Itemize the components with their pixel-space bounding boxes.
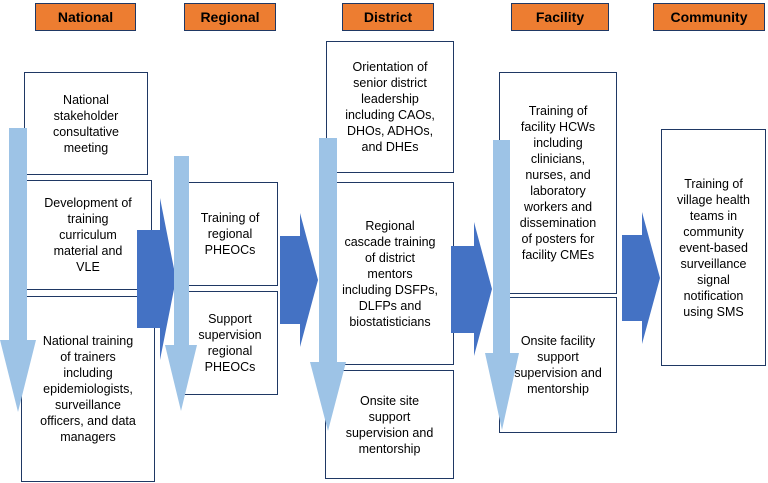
national-stakeholder-meeting-box: National stakeholder consultative meetin… (24, 72, 148, 175)
training-facility-hcws-box: Training of facility HCWs including clin… (499, 72, 617, 294)
header-district: District (342, 3, 434, 31)
header-community: Community (653, 3, 765, 31)
national-training-of-trainers-box: National training of trainers including … (21, 296, 155, 482)
header-national: National (35, 3, 136, 31)
orientation-district-leadership-box: Orientation of senior district leadershi… (326, 41, 454, 173)
down-arrow-national (0, 128, 36, 412)
right-arrow-district-to-facility (451, 222, 492, 356)
right-arrow-facility-to-community (622, 212, 660, 344)
onsite-facility-support-box: Onsite facility support supervision and … (499, 297, 617, 433)
header-facility: Facility (511, 3, 609, 31)
community-vht-training-box: Training of village health teams in comm… (661, 129, 766, 366)
down-arrow-facility (485, 140, 519, 430)
support-supervision-regional-pheocs-box: Support supervision regional PHEOCs (182, 291, 278, 395)
down-arrow-regional (165, 156, 197, 411)
down-arrow-district (310, 138, 346, 431)
header-regional: Regional (184, 3, 276, 31)
right-arrow-regional-to-district (280, 213, 318, 347)
training-regional-pheocs-box: Training of regional PHEOCs (182, 182, 278, 286)
right-arrow-national-to-regional (137, 198, 176, 360)
onsite-site-support-box: Onsite site support supervision and ment… (325, 370, 454, 479)
curriculum-development-box: Development of training curriculum mater… (24, 180, 152, 290)
